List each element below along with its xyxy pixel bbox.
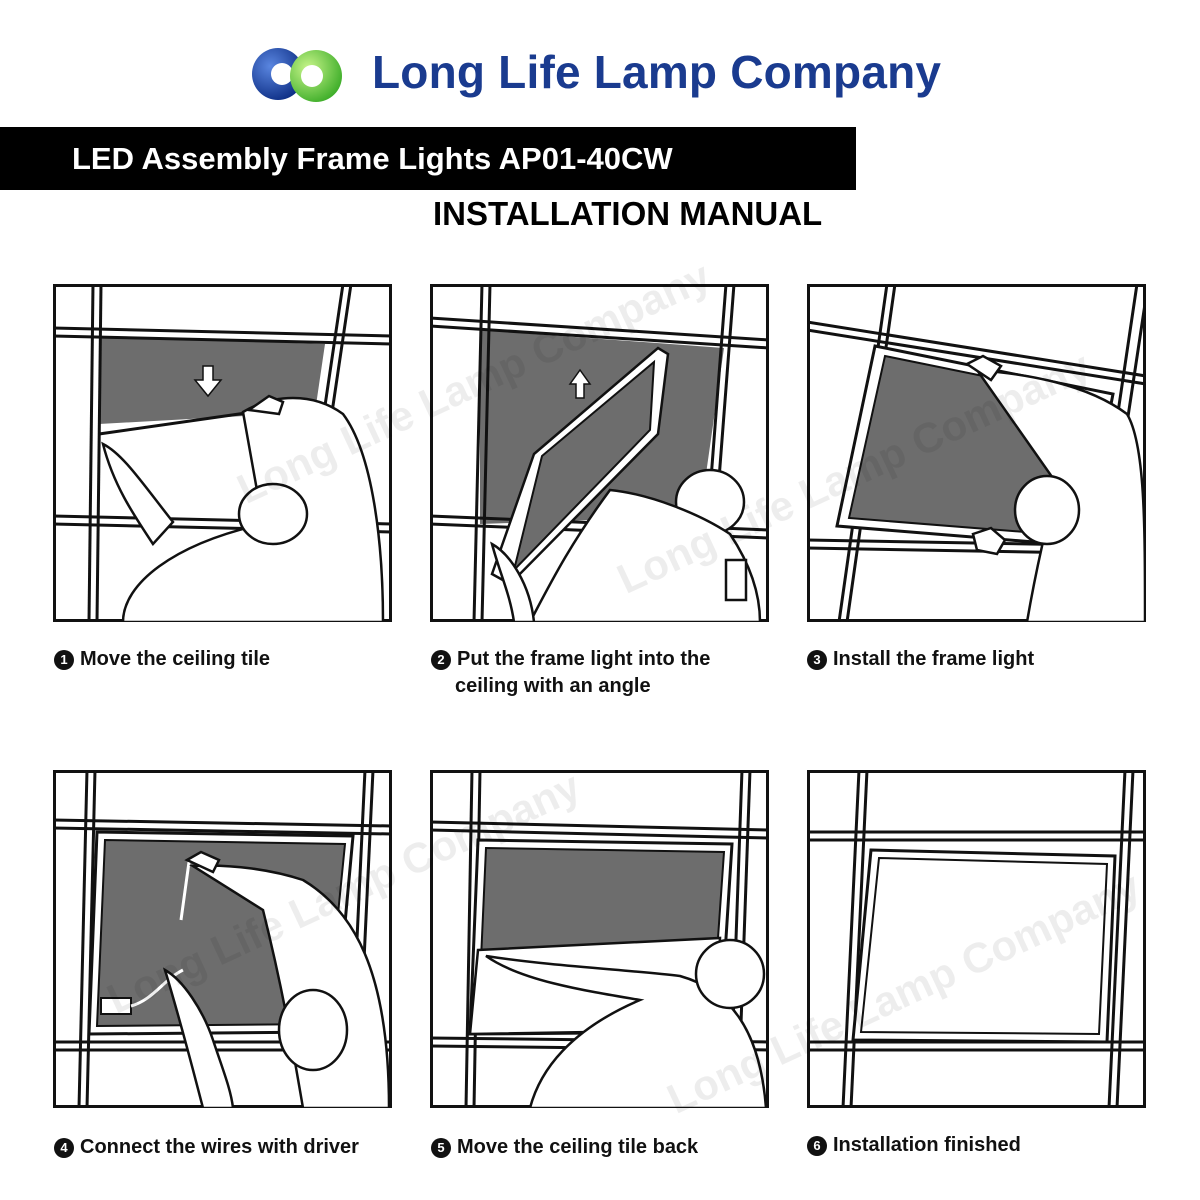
step-4-text: Connect the wires with driver bbox=[80, 1136, 359, 1158]
product-title: LED Assembly Frame Lights AP01-40CW bbox=[72, 141, 673, 176]
step-2-illustration bbox=[430, 284, 769, 622]
title-bar: LED Assembly Frame Lights AP01-40CW bbox=[0, 127, 856, 190]
step-1-number: 1 bbox=[54, 650, 74, 670]
step-2-text-line2: ceiling with an angle bbox=[455, 675, 651, 697]
step-6-number: 6 bbox=[807, 1136, 827, 1156]
step-5-illustration bbox=[430, 770, 769, 1108]
step-5-caption: 5 Move the ceiling tile back bbox=[431, 1134, 698, 1161]
step-6-illustration bbox=[807, 770, 1146, 1108]
step-3-number: 3 bbox=[807, 650, 827, 670]
step-4-caption: 4 Connect the wires with driver bbox=[54, 1134, 359, 1161]
step-3-text: Install the frame light bbox=[833, 648, 1035, 670]
step-1-caption: 1 Move the ceiling tile bbox=[54, 646, 270, 673]
step-6-caption: 6 Installation finished bbox=[807, 1132, 1021, 1159]
step-6-text: Installation finished bbox=[833, 1134, 1021, 1156]
company-name: Long Life Lamp Company bbox=[372, 46, 942, 98]
step-5-text: Move the ceiling tile back bbox=[457, 1136, 699, 1158]
step-3-caption: 3 Install the frame light bbox=[807, 646, 1034, 673]
step-2-caption: 2 Put the frame light into the ceiling wi… bbox=[431, 646, 710, 700]
company-logo bbox=[252, 48, 342, 102]
step-2-number: 2 bbox=[431, 650, 451, 670]
step-1-illustration bbox=[53, 284, 392, 622]
step-4-number: 4 bbox=[54, 1138, 74, 1158]
step-3-illustration bbox=[807, 284, 1146, 622]
step-1-text: Move the ceiling tile bbox=[80, 648, 271, 670]
manual-title: INSTALLATION MANUAL bbox=[433, 195, 823, 232]
step-5-number: 5 bbox=[431, 1138, 451, 1158]
step-2-text-line1: Put the frame light into the bbox=[457, 648, 711, 670]
step-4-illustration bbox=[53, 770, 392, 1108]
